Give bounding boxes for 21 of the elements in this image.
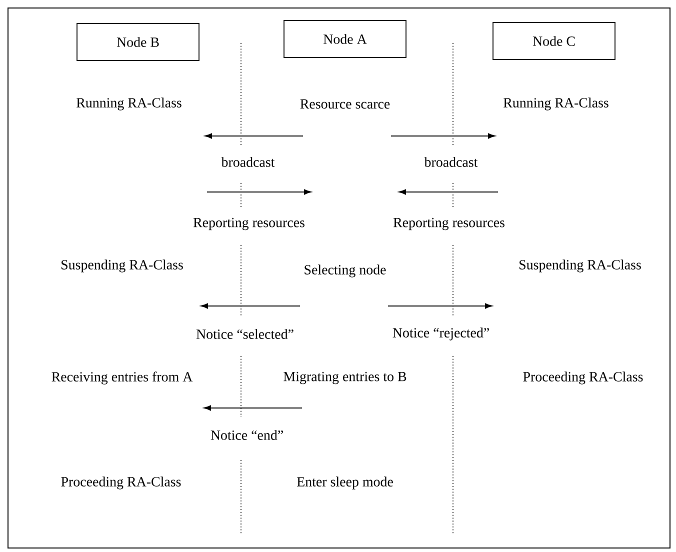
- message-label: Reporting resources: [392, 216, 506, 232]
- state-text: Proceeding RA-Class: [522, 370, 644, 386]
- state-text: Migrating entries to B: [282, 370, 408, 386]
- node-box: Node A: [284, 20, 406, 58]
- state-text: Suspending RA-Class: [60, 258, 184, 274]
- message-label: Notice “selected”: [195, 328, 295, 340]
- state-text: Suspending RA-Class: [518, 258, 642, 274]
- state-text: Proceeding RA-Class: [60, 476, 182, 490]
- message-label: Notice “rejected”: [391, 326, 491, 342]
- message-label: Notice “end”: [209, 429, 285, 441]
- message-label: broadcast: [423, 156, 479, 168]
- state-text: Resource scarce: [298, 98, 392, 110]
- message-label: broadcast: [220, 156, 276, 168]
- state-text: Selecting node: [302, 264, 388, 278]
- state-text: Running RA-Class: [502, 96, 610, 112]
- state-text: Running RA-Class: [75, 96, 183, 112]
- message-label: Reporting resources: [192, 216, 306, 232]
- node-box: Node C: [492, 22, 616, 60]
- state-text: Enter sleep mode: [296, 476, 394, 490]
- state-text: Receiving entries from A: [50, 370, 194, 386]
- node-box: Node B: [76, 23, 200, 61]
